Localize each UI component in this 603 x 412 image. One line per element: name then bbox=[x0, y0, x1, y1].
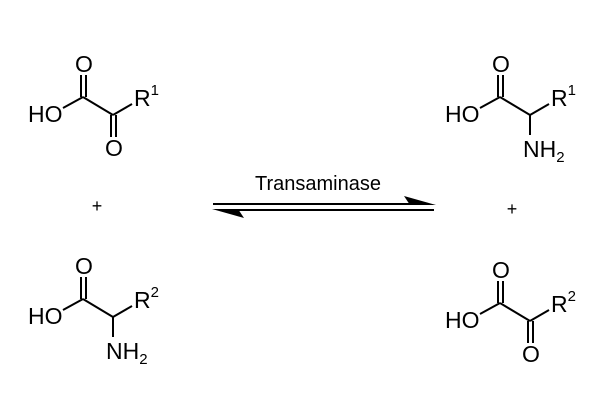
reverse-half-arrowhead-icon bbox=[212, 209, 244, 218]
bond-o-c bbox=[479, 302, 501, 315]
forward-half-arrowhead-icon bbox=[404, 196, 436, 205]
r-group-label: R1 bbox=[551, 82, 576, 111]
hydroxyl-label: HO bbox=[445, 101, 480, 127]
keto-oxygen-label: O bbox=[522, 341, 540, 367]
bond-c-c bbox=[82, 96, 114, 116]
plus-sign-left: + bbox=[92, 196, 103, 216]
reactant-keto-acid-r1: HO O O R1 bbox=[28, 51, 159, 161]
bond-c-r bbox=[529, 103, 550, 116]
bond-c-r bbox=[112, 103, 133, 116]
bond-c-r bbox=[112, 305, 133, 318]
bond-o-c bbox=[479, 96, 501, 109]
carbonyl-oxygen-label: O bbox=[75, 253, 93, 279]
r-group-label: R1 bbox=[134, 82, 159, 111]
enzyme-label: Transaminase bbox=[255, 173, 381, 195]
bond-o-c bbox=[62, 96, 84, 109]
r-group-label: R2 bbox=[134, 284, 159, 313]
r-group-label: R2 bbox=[551, 288, 576, 317]
bond-c-c bbox=[82, 298, 114, 318]
keto-oxygen-label: O bbox=[105, 135, 123, 161]
plus-sign-right: + bbox=[507, 199, 518, 219]
reactant-amino-acid-r2: HO O NH2 R2 bbox=[28, 253, 159, 368]
hydroxyl-label: HO bbox=[28, 303, 63, 329]
bond-c-r bbox=[529, 309, 550, 322]
hydroxyl-label: HO bbox=[445, 307, 480, 333]
carbonyl-oxygen-label: O bbox=[492, 257, 510, 283]
equilibrium-arrow: Transaminase bbox=[212, 173, 436, 218]
amine-label: NH2 bbox=[523, 136, 565, 166]
amine-label: NH2 bbox=[106, 338, 148, 368]
bond-o-c bbox=[62, 298, 84, 311]
bond-c-c bbox=[499, 96, 531, 116]
product-keto-acid-r2: HO O O R2 bbox=[445, 257, 576, 367]
hydroxyl-label: HO bbox=[28, 101, 63, 127]
bond-c-c bbox=[499, 302, 531, 322]
product-amino-acid-r1: HO O NH2 R1 bbox=[445, 51, 576, 166]
carbonyl-oxygen-label: O bbox=[75, 51, 93, 77]
carbonyl-oxygen-label: O bbox=[492, 51, 510, 77]
